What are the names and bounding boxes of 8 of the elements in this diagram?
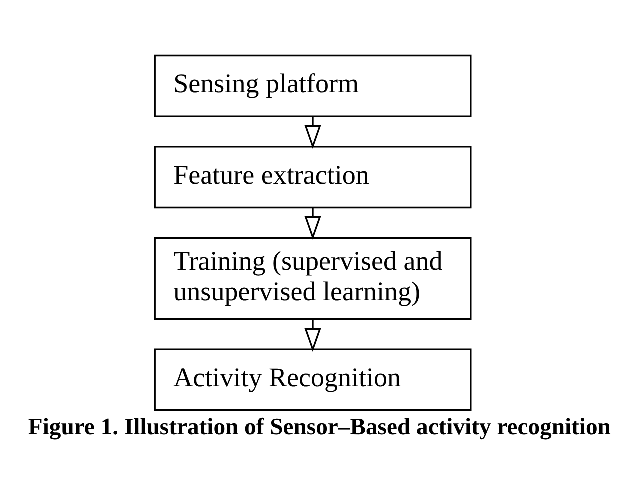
node-box: Sensing platform xyxy=(154,54,472,117)
caption: Figure 1. Illustration of Sensor–Based activity recognition xyxy=(28,414,611,440)
node-box: Training (supervised and unsupervised learning) xyxy=(154,236,472,320)
node-box: Feature extraction xyxy=(154,146,472,208)
node-box: Activity Recognition xyxy=(154,348,472,411)
arrow xyxy=(304,207,322,240)
arrow xyxy=(304,319,322,352)
arrow xyxy=(304,116,322,149)
